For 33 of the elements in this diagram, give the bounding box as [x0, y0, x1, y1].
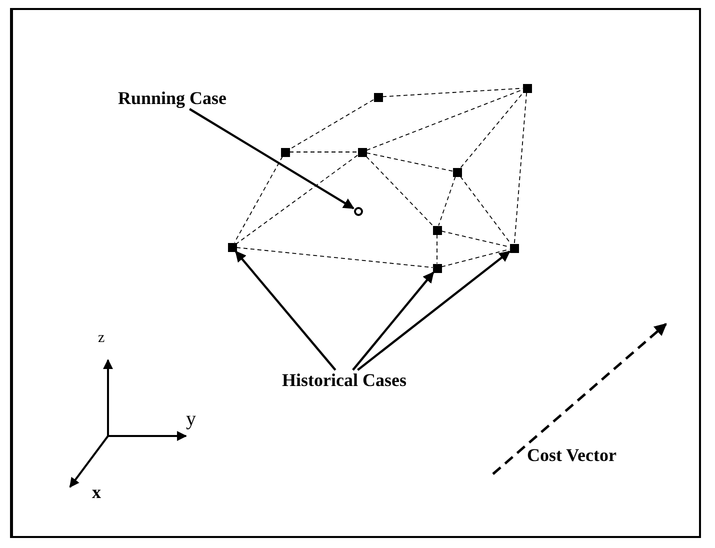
dashed-link: [289, 99, 374, 150]
dashed-link: [366, 152, 453, 172]
case-point: [522, 84, 532, 92]
vector-label: Cost Vector: [527, 445, 616, 466]
case-label: Running Case: [118, 88, 227, 109]
case-point: [432, 264, 442, 272]
dashed-link: [441, 230, 510, 248]
dashed-link: [438, 176, 456, 226]
case-point: [228, 242, 236, 252]
dashed-link: [236, 247, 433, 268]
dashed-link: [514, 92, 528, 244]
case-point: [452, 168, 462, 176]
axis-label: z: [98, 330, 105, 347]
dashed-link: [436, 234, 438, 264]
case-point: [432, 226, 442, 234]
dashed-link: [236, 154, 358, 244]
arrow: [357, 250, 510, 371]
dashed-link: [460, 92, 524, 168]
case-point: [374, 92, 382, 102]
case-point: [510, 244, 518, 252]
dashed-link: [366, 89, 523, 151]
dashed-link: [366, 156, 434, 226]
axis-label: y: [186, 408, 196, 431]
arrow: [189, 108, 354, 210]
case-label: Historical Cases: [282, 370, 406, 391]
case-point: [280, 148, 290, 156]
axis-label: x: [92, 482, 101, 503]
dashed-link: [234, 156, 283, 243]
arrow: [352, 272, 434, 371]
case-point: [358, 148, 366, 156]
dashed-link: [460, 176, 512, 244]
arrow: [234, 250, 336, 371]
running-case-point: [354, 206, 362, 216]
